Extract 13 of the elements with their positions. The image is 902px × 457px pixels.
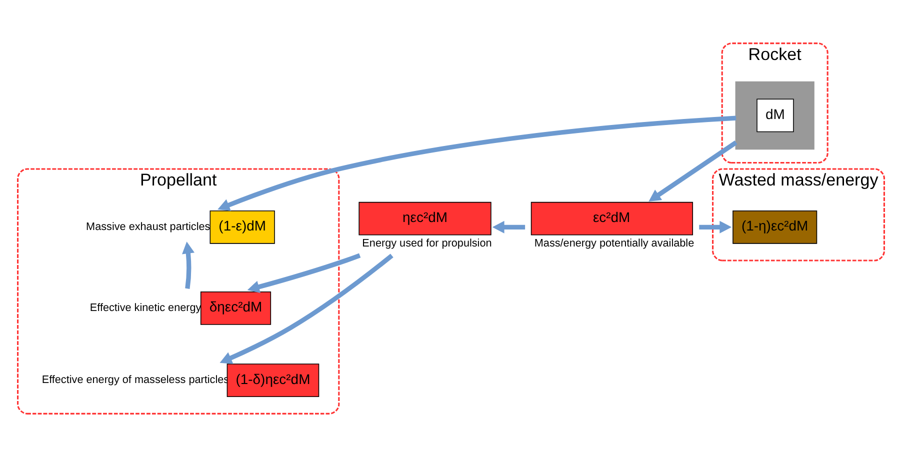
- node-label: Massive exhaust particles: [86, 221, 210, 234]
- node-label: Effective kinetic energy: [90, 302, 202, 314]
- arrow: [247, 253, 361, 294]
- arrow: [699, 220, 732, 234]
- cluster: [735, 81, 814, 150]
- arrow: [182, 242, 195, 289]
- arrow: [648, 140, 738, 202]
- node-label: Energy used for propulsion: [362, 238, 492, 250]
- arrow: [220, 254, 394, 364]
- node-label: Effective energy of masseless particles: [42, 374, 230, 386]
- node-label: Mass/energy potentially available: [534, 238, 694, 250]
- arrow: [492, 220, 526, 234]
- arrow: [218, 116, 736, 211]
